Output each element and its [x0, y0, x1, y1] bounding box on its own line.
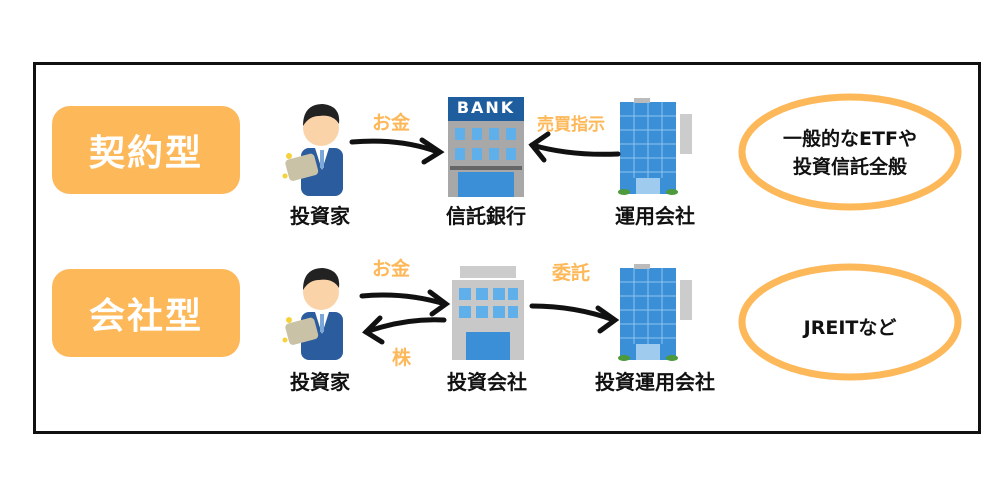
example-line: 投資信託全般 — [792, 156, 908, 178]
flow-label-shares: 株 — [392, 347, 412, 369]
arrow-consignment — [529, 303, 620, 334]
arrow-shares — [362, 315, 447, 345]
bank-sign: BANK — [456, 98, 516, 117]
arrow-money — [359, 289, 451, 317]
flow-label-money: お金 — [372, 258, 411, 280]
flow-label-money: お金 — [372, 112, 411, 134]
actor-investor: 投資家 — [290, 204, 350, 228]
investment-manager-building-icon — [617, 263, 693, 362]
diagram-frame — [33, 62, 981, 434]
actor-trust-bank: 信託銀行 — [446, 204, 526, 228]
actor-investment-company: 投資会社 — [447, 370, 527, 394]
bank-building-icon — [448, 97, 524, 197]
example-line: JREITなど — [803, 317, 897, 339]
asset-manager-building-icon — [617, 97, 693, 196]
investment-company-building-icon — [452, 266, 524, 360]
type-label-contract: 契約型 — [52, 106, 240, 194]
examples-text-contract: 一般的なETFや 投資信託全般 — [783, 125, 917, 181]
flow-label-consignment: 委託 — [552, 262, 591, 284]
actor-investment-manager: 投資運用会社 — [595, 370, 715, 394]
actor-investor: 投資家 — [290, 370, 350, 394]
examples-text-corporate: JREITなど — [804, 314, 897, 342]
flow-label-trade-instruction: 売買指示 — [537, 115, 605, 135]
investor-icon — [282, 104, 343, 196]
arrow-money — [349, 137, 445, 165]
investor-icon — [282, 268, 343, 360]
type-label-corporate: 会社型 — [52, 269, 240, 357]
arrow-trade-instruction — [528, 131, 621, 163]
examples-ellipse — [738, 263, 962, 381]
examples-ellipse — [738, 93, 962, 211]
actor-asset-manager: 運用会社 — [615, 204, 695, 228]
example-line: 一般的なETFや — [783, 128, 917, 150]
